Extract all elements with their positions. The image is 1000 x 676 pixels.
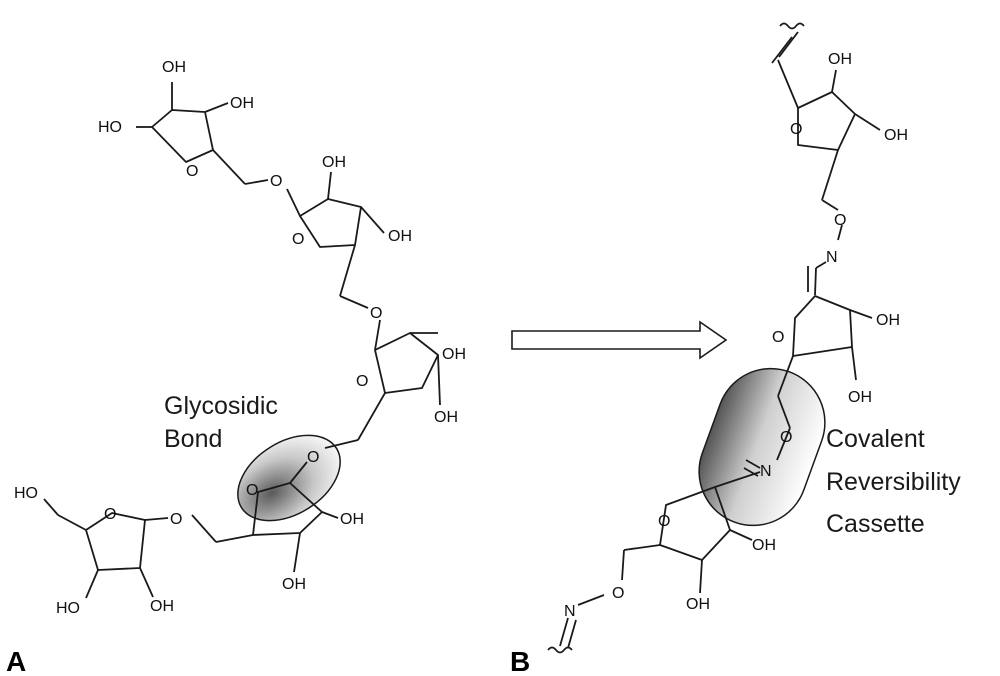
atom-label: N	[760, 463, 772, 480]
cassette-caption-line-2: Reversibility	[826, 468, 961, 496]
atom-label: HO	[98, 119, 122, 136]
panel-b: OH OH O O N O OH OH O N O OH OH O N Cova…	[510, 22, 961, 676]
atom-label: OH	[876, 312, 900, 329]
atom-label: OH	[884, 127, 908, 144]
atom-label: OH	[150, 598, 174, 615]
atom-label: OH	[752, 537, 776, 554]
atom-label: O	[104, 506, 116, 523]
covalent-reversibility-cassette-highlight	[698, 367, 826, 527]
atom-label: OH	[340, 511, 364, 528]
atom-label: OH	[162, 59, 186, 76]
reaction-arrow	[511, 320, 728, 360]
atom-label: OH	[828, 51, 852, 68]
atom-label: OH	[848, 389, 872, 406]
atom-label: OH	[282, 576, 306, 593]
atom-label: OH	[388, 228, 412, 245]
atom-label: O	[356, 373, 368, 390]
panel-label-a: A	[6, 646, 26, 676]
glycosidic-bond-highlight	[237, 434, 341, 522]
glycosidic-bond-caption-line-2: Bond	[164, 425, 222, 453]
atom-label: O	[612, 585, 624, 602]
furanose-ring-b1	[771, 22, 881, 241]
atom-label: O	[246, 482, 258, 499]
atom-label: OH	[434, 409, 458, 426]
furanose-ring-2	[286, 171, 385, 309]
atom-label: O	[658, 513, 670, 530]
atom-label: OH	[686, 596, 710, 613]
atom-label: O	[780, 429, 792, 446]
atom-label: O	[834, 212, 846, 229]
furanose-ring-b3	[547, 486, 753, 654]
atom-label: O	[170, 511, 182, 528]
panel-label-b: B	[510, 646, 530, 676]
atom-label: OH	[322, 154, 346, 171]
furanose-ring-5	[43, 498, 169, 599]
atom-label: O	[292, 231, 304, 248]
atom-label: OH	[230, 95, 254, 112]
atom-label: O	[270, 173, 282, 190]
atom-label: HO	[56, 600, 80, 617]
atom-label: OH	[442, 346, 466, 363]
furanose-ring-3	[324, 319, 441, 449]
panel-a: OH OH HO O O OH OH O O OH O OH O O OH OH…	[6, 59, 466, 676]
atom-label: O	[790, 121, 802, 138]
glycosidic-bond-caption-line-1: Glycosidic	[164, 392, 278, 420]
furanose-ring-b2	[714, 261, 873, 488]
atom-label: HO	[14, 485, 38, 502]
atom-label: O	[186, 163, 198, 180]
atom-label: O	[370, 305, 382, 322]
furanose-ring-4	[191, 461, 339, 573]
atom-label: N	[826, 249, 838, 266]
atom-label: O	[307, 449, 319, 466]
cassette-caption-line-3: Cassette	[826, 510, 925, 538]
cassette-caption-line-1: Covalent	[826, 425, 925, 453]
furanose-ring-1	[136, 82, 269, 185]
atom-label: N	[564, 603, 576, 620]
atom-label: O	[772, 329, 784, 346]
